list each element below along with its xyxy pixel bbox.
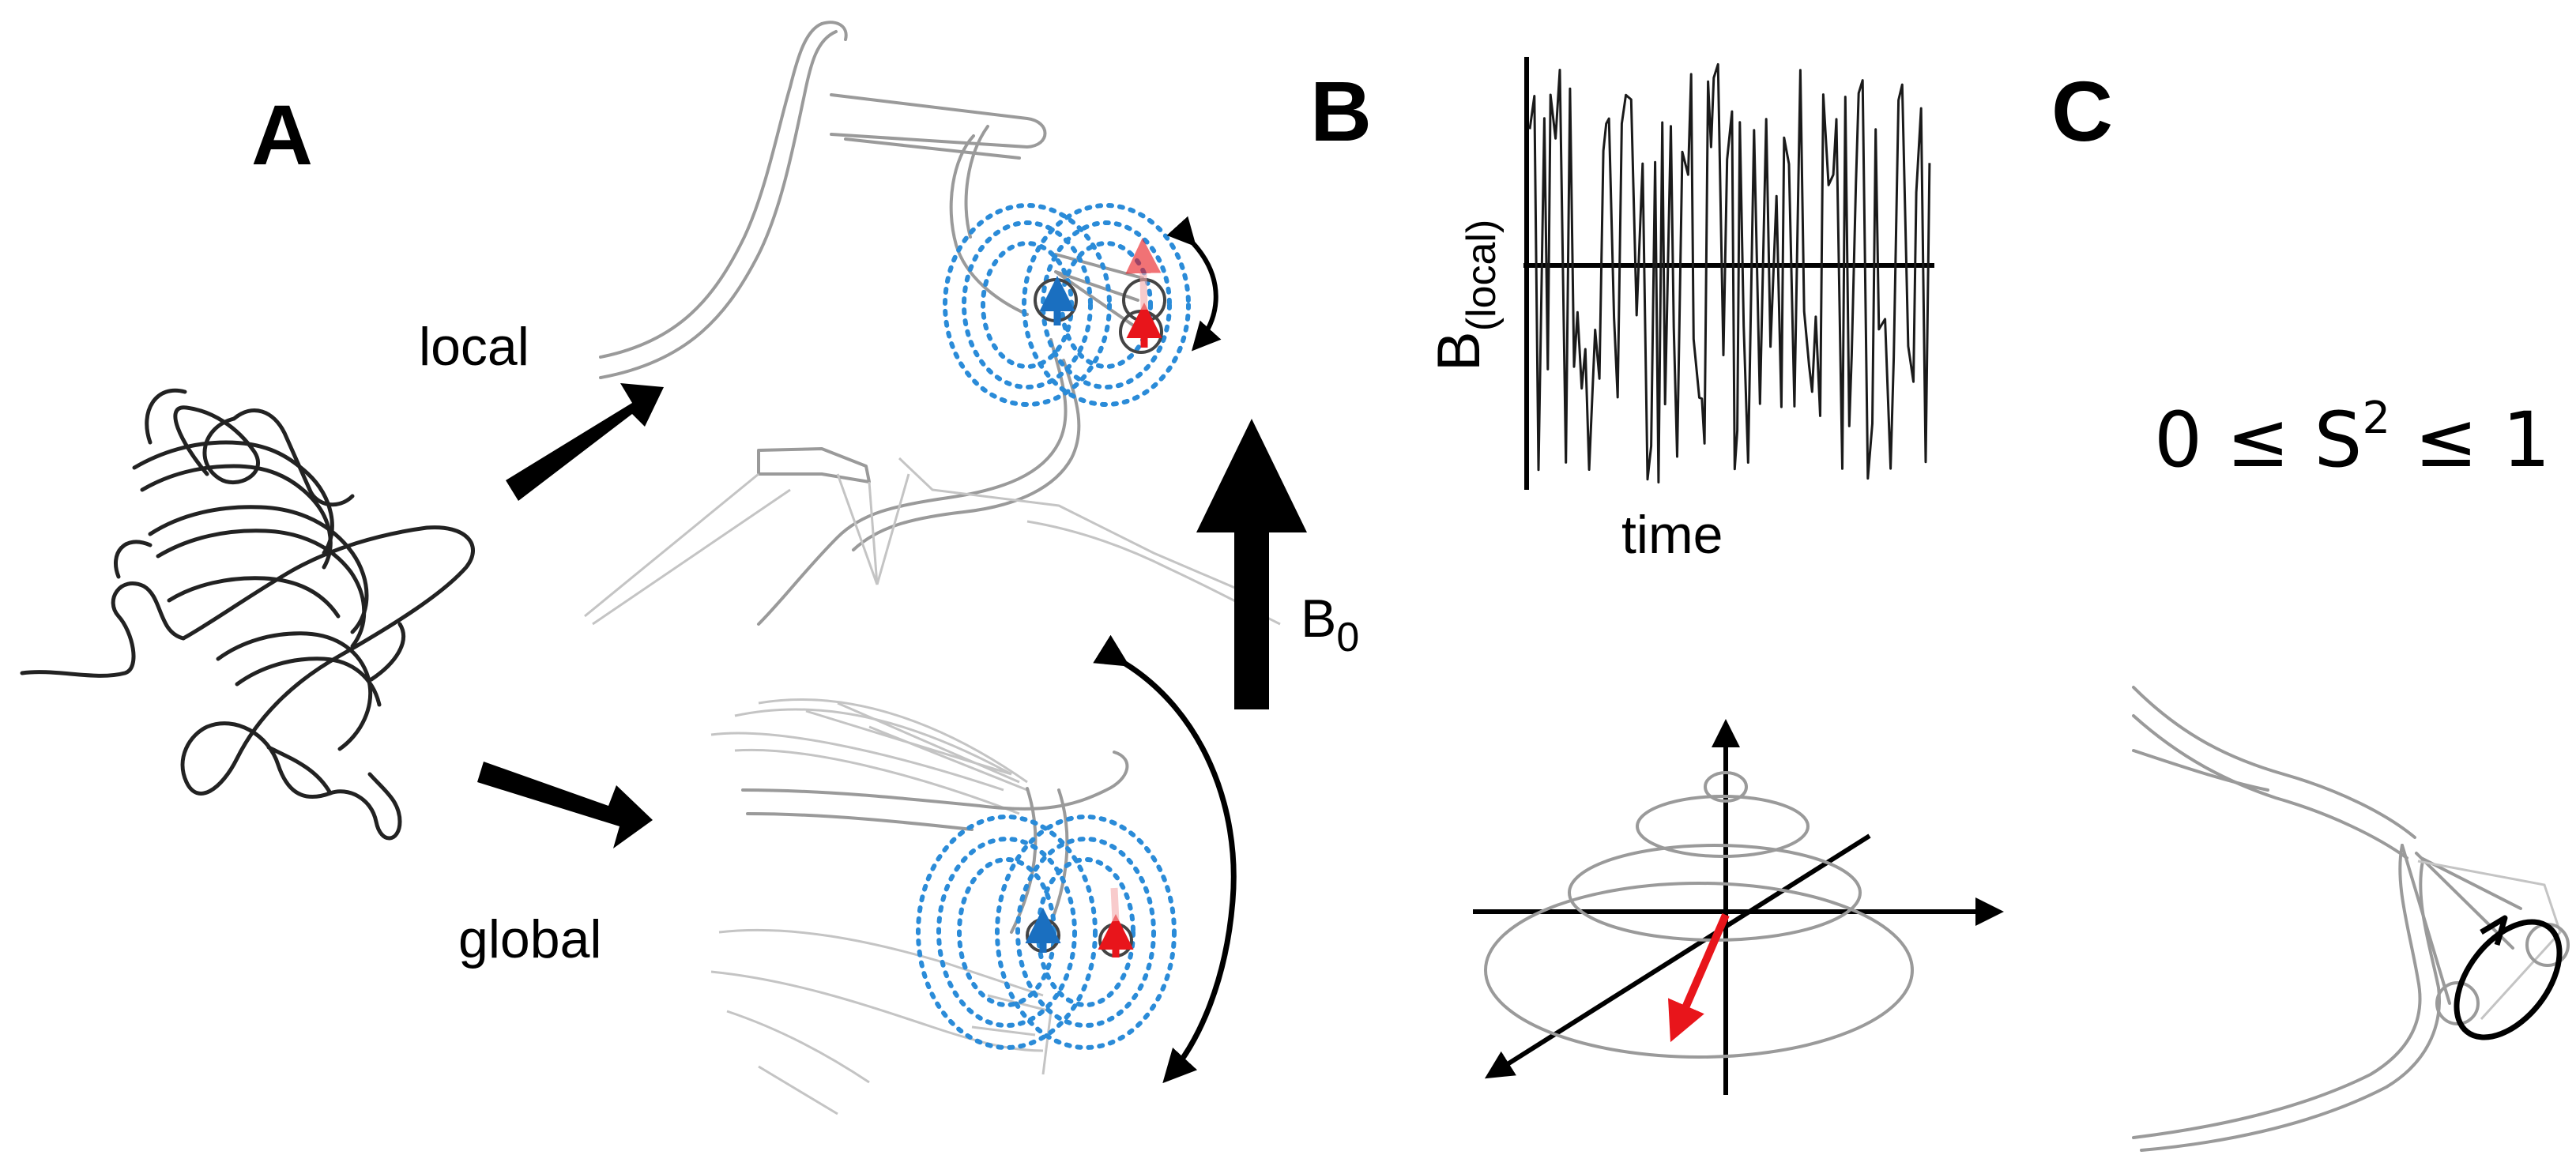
- precession-cone-icon: [2454, 919, 2563, 1040]
- global-label: global: [458, 909, 602, 969]
- local-rotation-arrow: [1166, 216, 1222, 352]
- precession-spiral: [1484, 771, 1914, 1059]
- plot-xlabel: time: [1621, 505, 1723, 565]
- local-field-trace: [1528, 62, 1931, 483]
- panel-c-letter: C: [2051, 63, 2113, 159]
- precession-axes: [1473, 719, 2004, 1095]
- precession-magnetization-arrow: [1667, 913, 1730, 1043]
- b0-field-arrow: [1196, 419, 1307, 709]
- plot-ylabel: B(local): [1425, 220, 1505, 371]
- local-arrow: [506, 383, 664, 501]
- global-arrow: [477, 762, 653, 848]
- local-structure: [584, 21, 1281, 626]
- order-parameter-equation: 0 ≤ S2 ≤ 1: [2154, 393, 2551, 484]
- panel-b-letter: B: [1310, 63, 1372, 159]
- order-parameter-structure: [2132, 686, 2570, 1152]
- b0-label: B0: [1301, 589, 1359, 660]
- global-rotation-arrow: [1093, 634, 1237, 1084]
- protein-ribbon-icon: [20, 388, 475, 841]
- local-field-plot: [1523, 57, 1934, 490]
- panel-a-letter: A: [251, 87, 313, 182]
- local-label: local: [419, 317, 529, 377]
